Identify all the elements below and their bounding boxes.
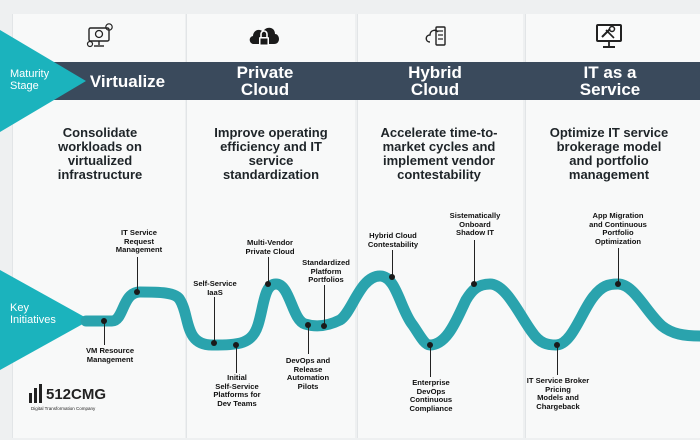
initiative-label: Hybrid Cloud Contestability [367,231,419,249]
stage-title-hybrid-cloud: Hybrid Cloud [408,63,462,99]
initiative-label: DevOps and Release Automation Pilots [285,356,331,391]
milestone-dot [389,274,395,280]
stage-title-virtualize: Virtualize [89,72,166,91]
milestone-dot [321,323,327,329]
leader-line [137,257,139,292]
initiative-label: Sistematically Onboard Shadow IT [449,211,501,238]
cloud-lock-icon [249,27,279,46]
leader-line [308,325,310,354]
company-logo-mark [29,384,42,403]
company-logo-tagline: Digital Transformation Company [31,406,96,411]
leader-line [557,345,559,375]
stage-description-it-as-a-service: Optimize IT service brokerage model and … [549,125,669,182]
initiative-label: Multi-Vendor Private Cloud [245,238,295,256]
stage-title-private-cloud: Private Cloud [236,63,294,99]
company-logo-name: 512CMG [46,386,107,403]
initiative-label: VM Resource Management [85,346,135,364]
milestone-dot [305,322,311,328]
stage-description-virtualize: Consolidate workloads on virtualized inf… [57,125,143,182]
milestone-dot [265,281,271,287]
hybrid-cloud-icon [425,26,446,46]
key-initiatives-arrow [0,270,90,370]
milestone-dot [615,281,621,287]
initiative-label: Enterprise DevOps Continuous Compliance [409,378,453,413]
leader-line [618,248,620,284]
leader-line [268,257,270,284]
stage-description-private-cloud: Improve operating efficiency and IT serv… [214,125,328,182]
monitor-tools-icon [596,24,622,48]
initiative-label: Standardized Platform Portfolios [302,258,350,285]
initiative-label: IT Service Request Management [115,228,163,255]
milestone-dot [471,281,477,287]
milestone-dot [233,342,239,348]
leader-line [392,250,394,276]
leader-line [430,345,432,377]
maturity-stage-arrow [0,30,86,132]
milestone-dot [211,340,217,346]
milestone-dot [427,342,433,348]
maturity-band [0,62,700,100]
milestone-dot [134,289,140,295]
initiative-label: Self-Service IaaS [193,279,237,297]
key-initiatives-label: Key Initiatives [10,302,56,326]
leader-line [324,285,326,325]
leader-line [236,345,238,373]
stage-title-it-as-a-service: IT as a Service [579,63,641,99]
milestone-dot [554,342,560,348]
stage-description-hybrid-cloud: Accelerate time-to- market cycles and im… [380,125,498,182]
initiative-label: App Migration and Continuous Portfolio O… [589,211,647,246]
leader-line [214,297,216,345]
milestone-dot [101,318,107,324]
leader-line [104,321,106,345]
initiative-label: IT Service Broker Pricing Models and Cha… [526,376,590,411]
leader-line [474,240,476,284]
server-monitor-icon [86,23,113,48]
maturity-stage-label: Maturity Stage [10,68,50,92]
initiative-label: Initial Self-Service Platforms for Dev T… [213,373,261,408]
